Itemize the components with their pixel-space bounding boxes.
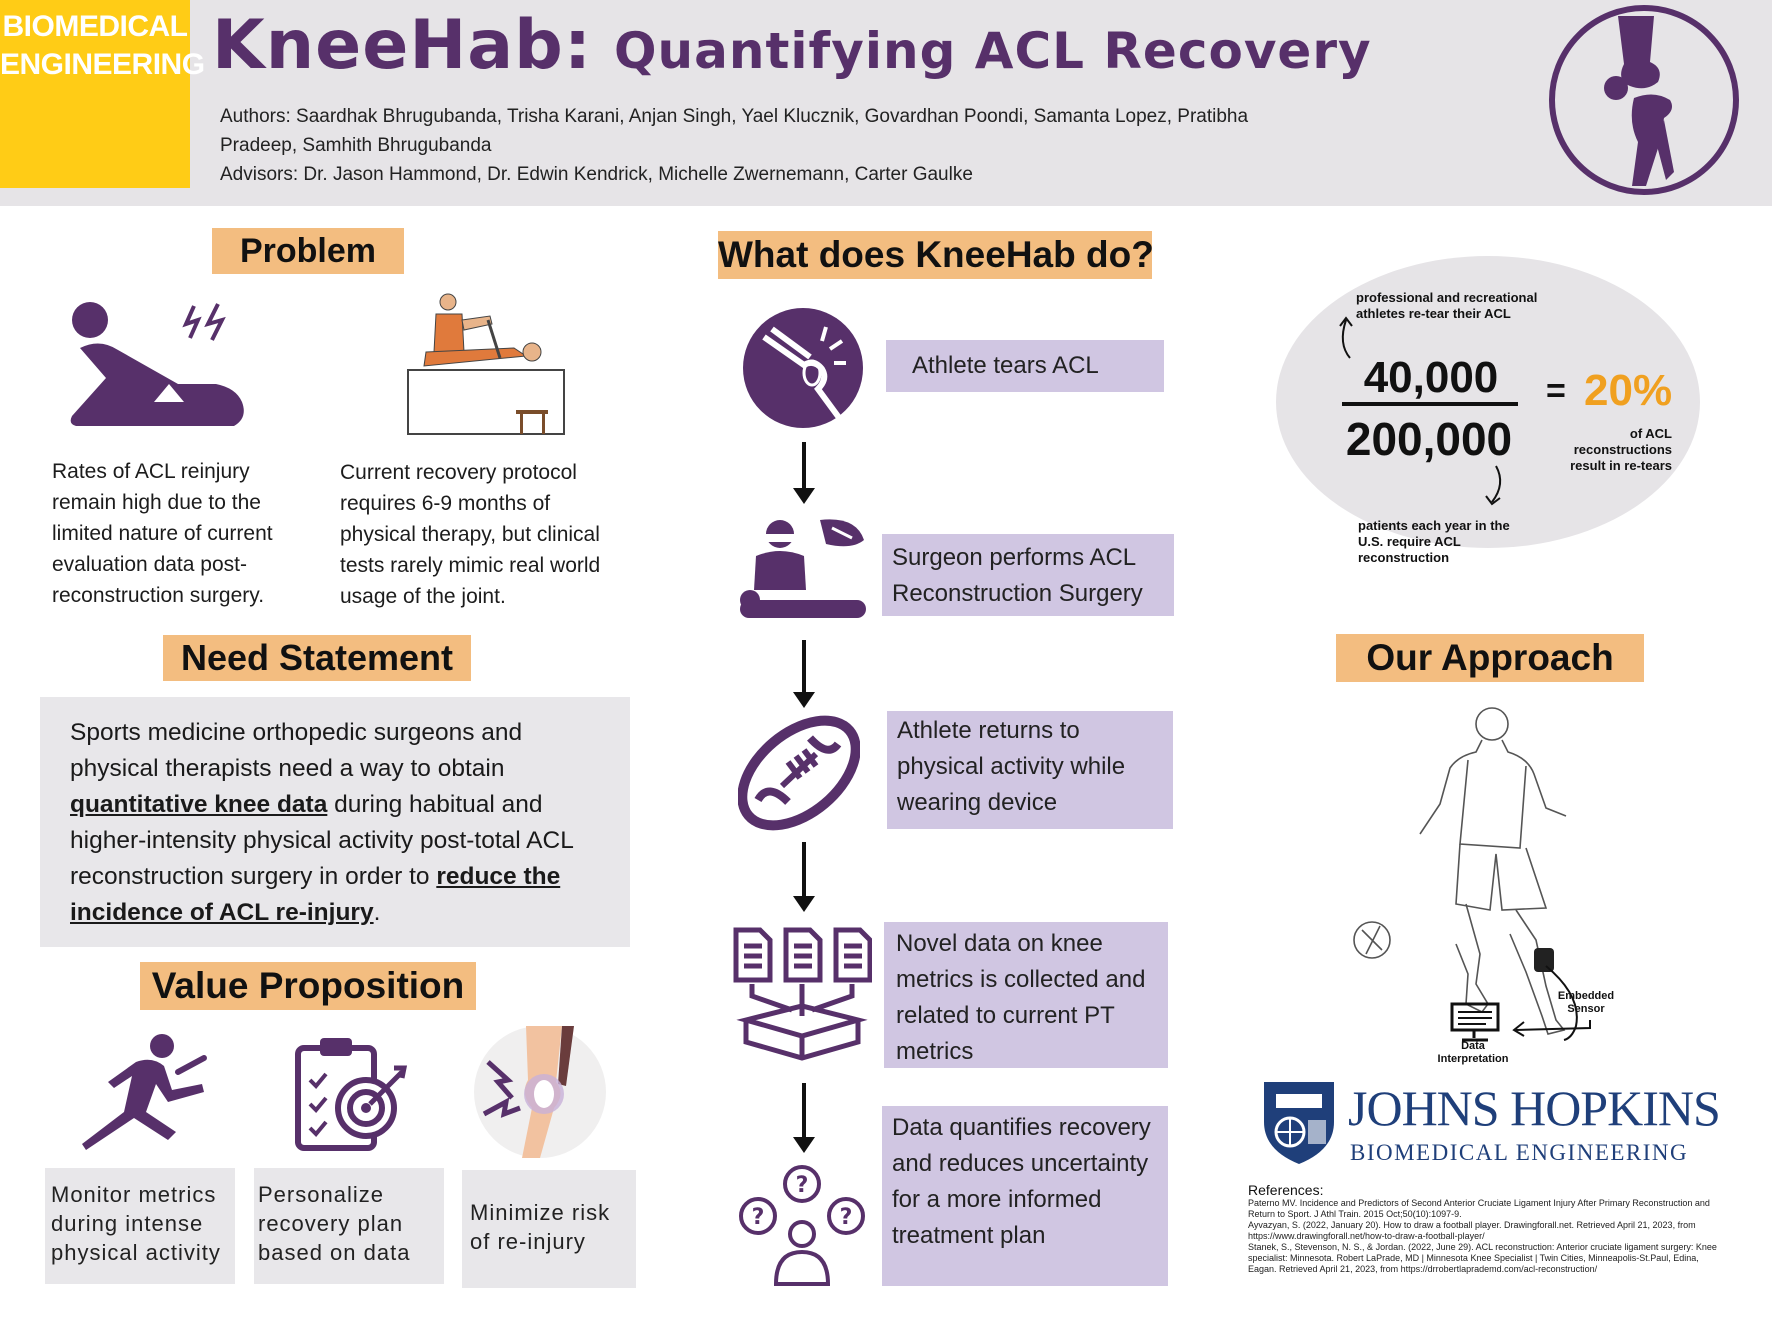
flow-arrow-4 bbox=[793, 1083, 815, 1153]
knee-injury-icon bbox=[743, 308, 863, 428]
reference-1: Paterno MV. Incidence and Predictors of … bbox=[1248, 1198, 1710, 1219]
poster-title: KneeHab: Quantifying ACL Recovery bbox=[212, 6, 1372, 85]
title-sub: Quantifying ACL Recovery bbox=[614, 22, 1372, 80]
problem-heading: Problem bbox=[212, 228, 404, 274]
documents-icon bbox=[733, 927, 872, 1061]
our-approach-heading: Our Approach bbox=[1336, 634, 1644, 682]
flow-step-4: Novel data on knee metrics is collected … bbox=[884, 922, 1168, 1068]
need-statement-heading: Need Statement bbox=[163, 635, 471, 681]
what-kneehab-does-heading: What does KneeHab do? bbox=[718, 231, 1154, 279]
need-emphasis-reduce: reduce the incidence of ACL re-injury bbox=[70, 863, 561, 926]
fraction-bar bbox=[1342, 402, 1518, 406]
questions-person-icon: ? ? ? bbox=[739, 1165, 865, 1286]
surgeon-icon bbox=[740, 519, 866, 618]
flow-arrow-1 bbox=[793, 442, 815, 504]
need-statement-box: Sports medicine orthopedic surgeons and … bbox=[40, 697, 630, 947]
need-text-part-3: . bbox=[373, 899, 381, 926]
injured-athlete-icon bbox=[70, 302, 244, 426]
embedded-sensor-label: Embedded Sensor bbox=[1557, 990, 1615, 1015]
need-text-part-1: Sports medicine orthopedic surgeons and … bbox=[70, 719, 523, 782]
jhu-department: BIOMEDICAL ENGINEERING bbox=[1350, 1140, 1689, 1165]
stat-bottom-note: patients each year in the U.S. require A… bbox=[1358, 518, 1510, 565]
value-item-personalize: Personalize recovery plan based on data bbox=[254, 1168, 444, 1284]
flow-step-3: Athlete returns to physical activity whi… bbox=[887, 711, 1173, 829]
department-badge: BIOMEDICAL ENGINEERING bbox=[0, 0, 205, 188]
authors-line-2: Pradeep, Samhith Bhrugubanda bbox=[220, 135, 492, 156]
badge-line-1: BIOMEDICAL bbox=[2, 10, 189, 43]
header-band bbox=[0, 0, 1772, 206]
stat-percent: 20% bbox=[1584, 366, 1673, 415]
football-icon bbox=[738, 715, 860, 831]
value-proposition-heading: Value Proposition bbox=[140, 962, 476, 1010]
flow-step-5: Data quantifies recovery and reduces unc… bbox=[882, 1106, 1168, 1286]
need-emphasis-quantitative: quantitative knee data bbox=[70, 791, 328, 818]
need-text-part-2: during habitual and higher-intensity phy… bbox=[70, 791, 573, 890]
stat-denominator: 200,000 bbox=[1345, 413, 1513, 465]
references-heading: References: bbox=[1248, 1182, 1324, 1198]
runner-icon bbox=[82, 1034, 207, 1150]
advisors-line: Advisors: Dr. Jason Hammond, Dr. Edwin K… bbox=[220, 164, 973, 185]
curved-arrow-up-icon bbox=[1339, 316, 1353, 359]
value-item-monitor: Monitor metrics during intense physical … bbox=[45, 1168, 235, 1284]
clipboard-target-icon bbox=[295, 1038, 408, 1151]
svg-text:?: ? bbox=[796, 1173, 809, 1198]
physical-therapy-icon bbox=[407, 293, 565, 435]
problem-text-left: Rates of ACL reinjury remain high due to… bbox=[52, 460, 273, 607]
reference-2: Ayvazyan, S. (2022, January 20). How to … bbox=[1248, 1220, 1696, 1241]
flow-arrow-2 bbox=[793, 640, 815, 708]
value-item-minimize-risk: Minimize risk of re-injury bbox=[462, 1170, 636, 1288]
stat-equals: = bbox=[1546, 372, 1566, 410]
computer-icon bbox=[1450, 1002, 1500, 1042]
curved-arrow-down-icon bbox=[1485, 465, 1502, 506]
reference-3: Stanek, S., Stevenson, N. S., & Jordan. … bbox=[1248, 1242, 1717, 1274]
svg-text:?: ? bbox=[840, 1205, 853, 1230]
title-main: KneeHab: bbox=[212, 6, 593, 85]
problem-text-right: Current recovery protocol requires 6-9 m… bbox=[340, 461, 601, 608]
stat-percent-note: of ACL reconstructions result in re-tear… bbox=[1570, 426, 1672, 473]
svg-text:?: ? bbox=[752, 1205, 765, 1230]
jhu-name: JOHNS HOPKINS bbox=[1348, 1080, 1721, 1136]
arrow-left-icon bbox=[1512, 1020, 1591, 1037]
jhu-shield-icon bbox=[1264, 1082, 1334, 1164]
knee-joint-icon bbox=[1549, 5, 1739, 195]
data-interpretation-label: Data Interpretation bbox=[1437, 1040, 1509, 1065]
athlete-sketch-illustration bbox=[1353, 707, 1578, 1041]
authors-line-1: Authors: Saardhak Bhrugubanda, Trisha Ka… bbox=[220, 106, 1249, 127]
author-block: Authors: Saardhak Bhrugubanda, Trisha Ka… bbox=[220, 102, 1350, 189]
stat-top-note: professional and recreational athletes r… bbox=[1356, 290, 1538, 321]
flow-step-1: Athlete tears ACL bbox=[886, 340, 1164, 392]
flow-step-2: Surgeon performs ACL Reconstruction Surg… bbox=[882, 534, 1174, 616]
knee-pain-icon bbox=[474, 1026, 606, 1158]
stat-numerator: 40,000 bbox=[1363, 353, 1499, 402]
badge-line-2: ENGINEERING bbox=[0, 48, 205, 81]
flow-arrow-3 bbox=[793, 842, 815, 912]
